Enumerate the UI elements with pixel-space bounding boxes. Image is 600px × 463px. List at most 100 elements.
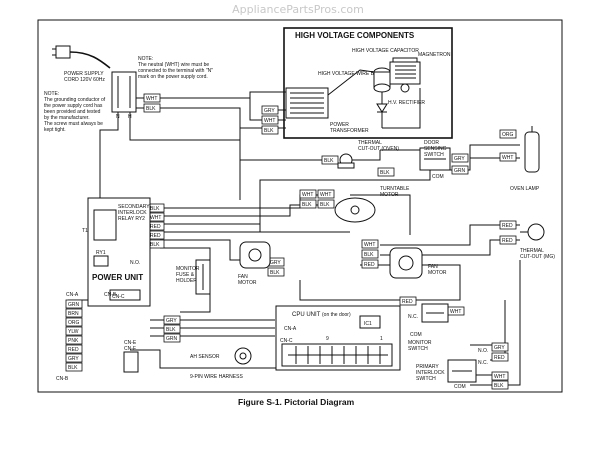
tag-wht-5: WHT [320,192,331,198]
magnetron-label: MAGNETRON [418,52,451,58]
door-sensing-label-3: SWITCH [424,152,444,158]
cpu-pin-row [288,346,388,364]
tag-wht-2: WHT [264,118,275,124]
tag-red-7: RED [494,355,505,361]
monitor-switch [421,303,449,323]
ah-sensor-label: AH SENSOR [190,354,220,360]
note-left-3: the power supply cord has [44,103,103,109]
hv-capacitor-label-1: HIGH VOLTAGE CAPACITOR [352,48,419,54]
tag-grn-2: GRN [166,336,178,342]
cn-pnk: PNK [68,338,79,344]
tag-grn-1: GRN [454,168,466,174]
tag-wht-9: WHT [494,374,505,380]
cpu-pin-9: 9 [326,336,329,342]
note-left-7: kept tight. [44,127,66,133]
fan-motor-right-2: MOTOR [428,270,447,276]
tag-blk-1: BLK [146,106,156,112]
wire-tags: WHT BLK GRY WHT BLK BLK BLK GRY GRN ORG … [143,93,517,390]
monitor-fuse-label-3: HOLDER [176,278,197,284]
cpu-unit [275,305,401,371]
noise-filter [111,71,137,113]
hv-rectifier-label: H.V. RECTIFIER [388,100,425,106]
note-top-2: The neutral (WHT) wire must be [138,62,209,68]
tag-red-3: RED [364,262,375,268]
note-left-1: NOTE: [44,91,59,97]
thermal-cutout-oven [337,153,355,169]
cn-e-label: CN-E [124,340,137,346]
power-supply-sub: CORD 120V 60Hz [64,77,105,83]
tag-red-2: RED [150,233,161,239]
cpu-unit-label: CPU UNIT [292,312,321,318]
left-connector-tags: GRN BRN ORG YLW PNK RED GRY BLK [65,299,83,372]
power-unit [87,197,151,307]
note-left-4: been provided and tested [44,109,101,115]
note-top-1: NOTE: [138,56,153,62]
tag-gry-5: GRY [494,345,505,351]
secondary-label-1: SECONDARY [118,204,150,210]
watermark: AppliancePartsPros.com [232,3,364,16]
turntable-motor [334,197,376,223]
fan-motor-left-2: MOTOR [238,280,257,286]
tag-blk-8: BLK [150,242,160,248]
note-left-6: The screw must always be [44,121,103,127]
cpu-unit-sub: (on the door) [322,312,351,318]
pu-cn-c: CN-C [112,294,125,300]
tag-gry-4: GRY [166,318,177,324]
primary-nc: N.C. [478,360,488,366]
secondary-label-3: RELAY RY2 [118,216,145,222]
cn-red: RED [68,347,79,353]
oven-lamp [524,126,540,173]
secondary-label-2: INTERLOCK [118,210,147,216]
thermal-mg-label-2: CUT-OUT (MG) [520,254,555,260]
t1-label: T1 [82,228,88,234]
cn-brn: BRN [68,311,79,317]
door-sensing-label-1: DOOR [424,140,439,146]
cpu-cn-a: CN-A [284,326,297,332]
tag-wht-3: WHT [502,155,513,161]
monitor-switch-nc: N.C. [408,314,418,320]
cpu-pin-1: 1 [380,336,383,342]
primary-no: N.O. [478,348,488,354]
harness-label: 9-PIN WIRE HARNESS [190,374,243,380]
hv-rectifier [376,92,388,128]
ah-sensor [234,347,252,365]
door-sensing-label-2: SENSING [424,146,447,152]
tag-blk-11: BLK [166,327,176,333]
tag-red-4: RED [502,223,513,229]
thermal-cutout-mg [520,223,545,241]
tag-red-1: RED [150,224,161,230]
primary-label-1: PRIMARY [416,364,439,370]
power-transformer [285,87,329,119]
tag-blk-7: BLK [150,206,160,212]
cn-ylw: YLW [68,329,79,335]
cn-blk: BLK [68,365,78,371]
primary-interlock-switch [447,359,477,383]
note-left-2: The grounding conductor of [44,97,106,103]
pu-no: N.O. [130,260,140,266]
tag-gry-1: GRY [264,108,275,114]
tag-blk-4: BLK [380,170,390,176]
tag-wht-6: WHT [150,215,161,221]
tag-blk-9: BLK [364,252,374,258]
primary-label-2: INTERLOCK [416,370,445,376]
oven-lamp-label: OVEN LAMP [510,186,540,192]
tag-blk-2: BLK [264,128,274,134]
cn-f-connector [123,351,139,373]
hv-title: HIGH VOLTAGE COMPONENTS [295,31,415,40]
fan-motor-right-1: FAN [428,264,438,270]
turntable-label-2: MOTOR [380,192,399,198]
hv-capacitor [373,67,391,93]
tag-wht-7: WHT [364,242,375,248]
monitor-switch-label-2: SWITCH [408,346,428,352]
hv-wire-label: HIGH VOLTAGE WIRE B [318,71,375,77]
figure-caption: Figure S-1. Pictorial Diagram [238,397,355,407]
cn-gry: GRY [68,356,79,362]
note-top-3: connected to the terminal with "N" [138,68,213,74]
tag-blk-3: BLK [324,158,334,164]
power-transformer-label-2: TRANSFORMER [330,128,369,134]
tag-gry-3: GRY [270,260,281,266]
fan-motor-left [239,241,271,269]
thermal-mg-label-1: THERMAL [520,248,544,254]
